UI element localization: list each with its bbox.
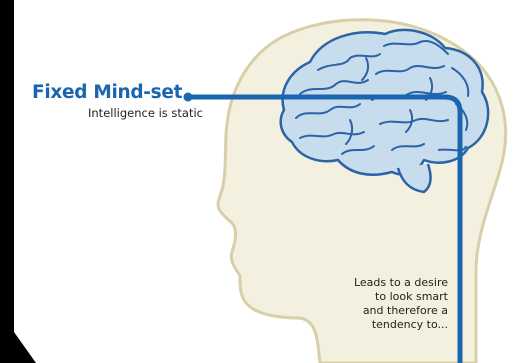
caption-line: Leads to a desire	[353, 276, 448, 289]
connector-line	[188, 94, 463, 363]
cerebellum	[437, 145, 467, 152]
caption-line: and therefore a	[362, 304, 448, 317]
caption-line: tendency to...	[371, 318, 448, 331]
brain-stem	[396, 163, 432, 194]
diagram-title: Fixed Mind-set	[32, 82, 183, 103]
connector-dot	[183, 92, 193, 102]
diagram-subtitle: Intelligence is static	[88, 106, 203, 120]
brain-icon	[279, 28, 490, 194]
caption-line: to look smart	[375, 290, 448, 303]
consequence-caption: Leads to a desire to look smart and ther…	[330, 276, 448, 332]
